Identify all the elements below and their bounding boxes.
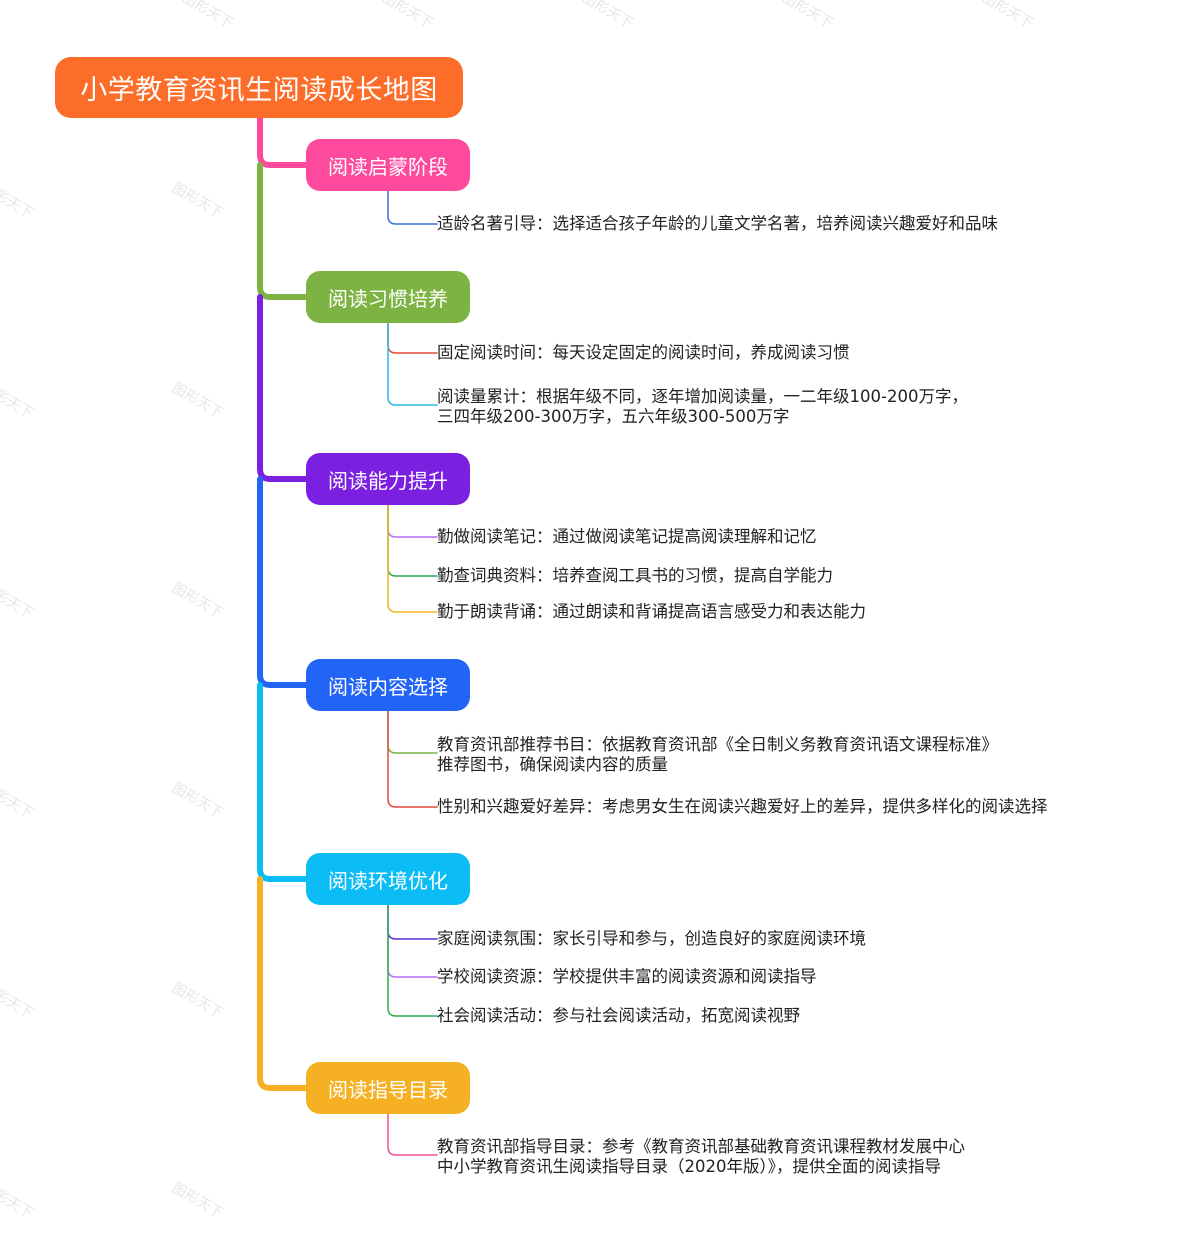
connector-line <box>387 504 438 538</box>
leaf-topic[interactable]: 勤做阅读笔记：通过做阅读笔记提高阅读理解和记忆 <box>437 527 817 547</box>
branch-topic[interactable]: 阅读环境优化 <box>306 853 470 905</box>
connector-line <box>387 322 438 406</box>
connector-line <box>387 904 438 940</box>
connector-line <box>257 682 309 882</box>
leaf-topic[interactable]: 教育资讯部推荐书目：依据教育资讯部《全日制义务教育资讯语文课程标准》推荐图书，确… <box>437 735 998 775</box>
leaf-topic[interactable]: 勤查词典资料：培养查阅工具书的习惯，提高自学能力 <box>437 566 833 586</box>
leaf-text-line: 勤做阅读笔记：通过做阅读笔记提高阅读理解和记忆 <box>437 527 817 546</box>
leaf-text-line: 社会阅读活动：参与社会阅读活动，拓宽阅读视野 <box>437 1006 800 1025</box>
leaf-topic[interactable]: 适龄名著引导：选择适合孩子年龄的儿童文学名著，培养阅读兴趣爱好和品味 <box>437 214 998 234</box>
connector-line <box>257 876 309 1091</box>
connector-line <box>387 504 438 577</box>
leaf-text-line: 教育资讯部指导目录：参考《教育资讯部基础教育资讯课程教材发展中心 <box>437 1137 965 1156</box>
leaf-topic[interactable]: 勤于朗读背诵：通过朗读和背诵提高语言感受力和表达能力 <box>437 602 866 622</box>
leaf-topic[interactable]: 教育资讯部指导目录：参考《教育资讯部基础教育资讯课程教材发展中心中小学教育资讯生… <box>437 1137 965 1177</box>
leaf-topic[interactable]: 性别和兴趣爱好差异：考虑男女生在阅读兴趣爱好上的差异，提供多样化的阅读选择 <box>437 797 1048 817</box>
leaf-text-line: 阅读量累计：根据年级不同，逐年增加阅读量，一二年级100-200万字， <box>437 387 968 406</box>
leaf-text-line: 性别和兴趣爱好差异：考虑男女生在阅读兴趣爱好上的差异，提供多样化的阅读选择 <box>437 797 1048 816</box>
connector-line <box>257 476 309 688</box>
branch-topic[interactable]: 阅读能力提升 <box>306 453 470 505</box>
leaf-topic[interactable]: 社会阅读活动：参与社会阅读活动，拓宽阅读视野 <box>437 1006 800 1026</box>
branch-topic[interactable]: 阅读指导目录 <box>306 1062 470 1114</box>
leaf-text-line: 三四年级200-300万字，五六年级300-500万字 <box>437 407 790 426</box>
leaf-text-line: 中小学教育资讯生阅读指导目录（2020年版）》，提供全面的阅读指导 <box>437 1157 941 1176</box>
root-topic[interactable]: 小学教育资讯生阅读成长地图 <box>55 57 463 118</box>
leaf-text-line: 勤于朗读背诵：通过朗读和背诵提高语言感受力和表达能力 <box>437 602 866 621</box>
connector-line <box>387 190 438 225</box>
connector-line <box>387 1113 438 1156</box>
connector-line <box>387 710 438 808</box>
branch-topic[interactable]: 阅读内容选择 <box>306 659 470 711</box>
connector-line <box>387 504 438 613</box>
connector-line <box>257 294 309 482</box>
leaf-text-line: 学校阅读资源：学校提供丰富的阅读资源和阅读指导 <box>437 967 817 986</box>
leaf-text-line: 固定阅读时间：每天设定固定的阅读时间，养成阅读习惯 <box>437 343 850 362</box>
leaf-text-line: 适龄名著引导：选择适合孩子年龄的儿童文学名著，培养阅读兴趣爱好和品味 <box>437 214 998 233</box>
leaf-text-line: 推荐图书，确保阅读内容的质量 <box>437 755 668 774</box>
leaf-text-line: 家庭阅读氛围：家长引导和参与，创造良好的家庭阅读环境 <box>437 929 866 948</box>
leaf-text-line: 勤查词典资料：培养查阅工具书的习惯，提高自学能力 <box>437 566 833 585</box>
connector-line <box>257 162 309 300</box>
leaf-topic[interactable]: 学校阅读资源：学校提供丰富的阅读资源和阅读指导 <box>437 967 817 987</box>
connector-line <box>387 904 438 1017</box>
branch-topic[interactable]: 阅读启蒙阶段 <box>306 139 470 191</box>
connector-line <box>257 115 309 168</box>
branch-topic[interactable]: 阅读习惯培养 <box>306 271 470 323</box>
leaf-topic[interactable]: 固定阅读时间：每天设定固定的阅读时间，养成阅读习惯 <box>437 343 850 363</box>
connector-line <box>387 710 438 754</box>
connector-line <box>387 322 438 354</box>
connector-line <box>387 904 438 978</box>
leaf-text-line: 教育资讯部推荐书目：依据教育资讯部《全日制义务教育资讯语文课程标准》 <box>437 735 998 754</box>
leaf-topic[interactable]: 家庭阅读氛围：家长引导和参与，创造良好的家庭阅读环境 <box>437 929 866 949</box>
leaf-topic[interactable]: 阅读量累计：根据年级不同，逐年增加阅读量，一二年级100-200万字，三四年级2… <box>437 387 968 427</box>
